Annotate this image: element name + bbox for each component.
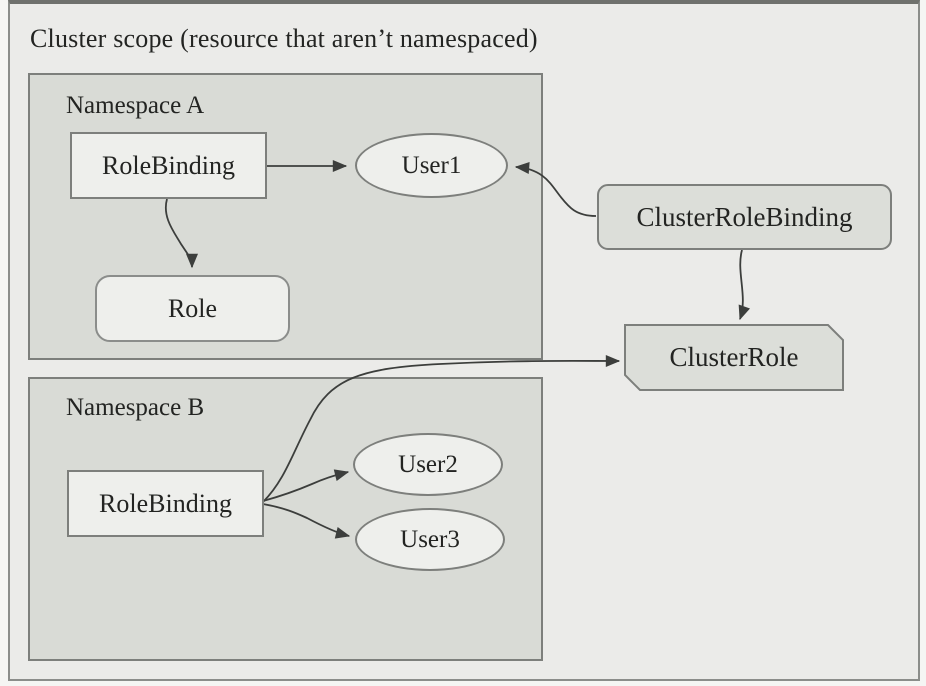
arrow-rolebinding-b-to-user3	[262, 503, 351, 539]
namespace-a-label: Namespace A	[66, 92, 205, 119]
node-role-label: Role	[167, 293, 218, 323]
node-rolebinding-b-label: RoleBinding	[99, 488, 232, 518]
node-clusterrole-label: ClusterRole	[669, 342, 799, 372]
node-rolebinding-a: RoleBinding	[70, 132, 267, 199]
node-clusterrolebinding: ClusterRoleBinding	[597, 184, 892, 250]
cluster-role-shape	[624, 324, 844, 391]
diagram-title: Cluster scope (resource that aren’t name…	[30, 24, 538, 53]
node-user1: User1	[355, 133, 508, 198]
arrow-rolebinding-a-to-role	[164, 198, 198, 269]
node-rolebinding-b: RoleBinding	[67, 470, 264, 537]
node-user2: User2	[353, 433, 503, 496]
arrow-rolebinding-b-to-clusterrole	[262, 354, 621, 503]
namespace-b-label: Namespace B	[66, 394, 205, 421]
node-role: Role	[95, 275, 290, 342]
arrow-clusterrolebinding-to-user1	[514, 161, 597, 217]
node-user3: User3	[355, 508, 505, 571]
node-user3-label: User3	[400, 525, 460, 553]
node-rolebinding-a-label: RoleBinding	[102, 150, 235, 180]
arrow-clusterrolebinding-to-clusterrole	[738, 249, 750, 321]
node-clusterrole: ClusterRole	[625, 325, 843, 390]
node-user1-label: User1	[401, 151, 462, 179]
node-clusterrolebinding-label: ClusterRoleBinding	[636, 201, 853, 232]
arrow-rolebinding-b-to-user2	[262, 469, 350, 502]
node-user2-label: User2	[398, 450, 458, 478]
